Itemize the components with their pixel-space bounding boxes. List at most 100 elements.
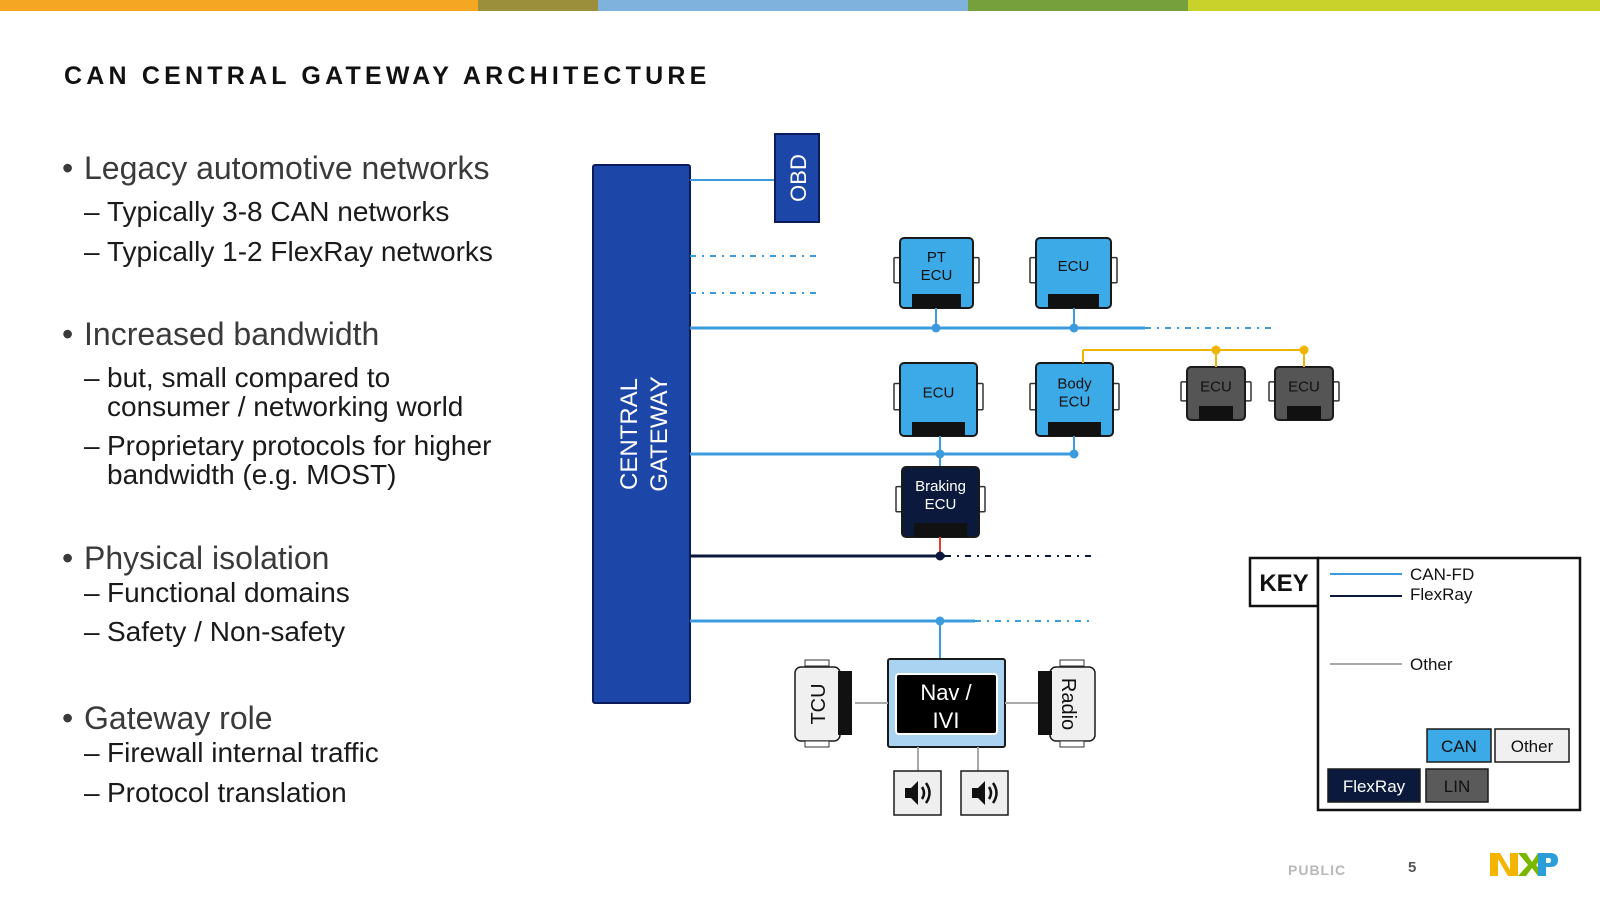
slide-title: CAN CENTRAL GATEWAY ARCHITECTURE [64, 62, 711, 90]
ecu-label: PT [927, 249, 946, 266]
key-title-box [1248, 556, 1320, 608]
lin-junction [1211, 345, 1221, 355]
key-swatch-label: CAN [1441, 737, 1477, 756]
speaker-wave [987, 786, 993, 800]
ecu-label: Braking [915, 478, 966, 495]
bullet-dot: • [62, 540, 74, 576]
bullet-heading-text: Physical isolation [84, 540, 330, 576]
ecu-connector [1048, 294, 1099, 308]
ecu-connector [1287, 406, 1321, 420]
key-box [1316, 556, 1582, 812]
nav-ivi-screen [895, 673, 998, 735]
sub-bullet-dash: – [84, 196, 100, 227]
radio-pins [1059, 659, 1085, 667]
ecu-connector [1048, 422, 1101, 436]
ecu-label: ECU [1200, 379, 1232, 396]
ecu-label: ECU [921, 267, 953, 284]
lin-ecu-2: ECU [1268, 366, 1340, 421]
bullet-heading: • Increased bandwidth [62, 316, 379, 353]
speaker-cone [905, 781, 918, 805]
key-swatch [1426, 728, 1492, 763]
ecu-connector [1199, 406, 1233, 420]
speaker-cone [972, 781, 985, 805]
key-swatch [1494, 728, 1570, 763]
bullet-dot: • [62, 150, 74, 186]
lin-ecu-1: ECU [1180, 366, 1252, 421]
sub-bullet: –Firewall internal traffic [84, 738, 379, 767]
sub-bullet-dash: – [84, 236, 100, 267]
ecu-label: ECU [925, 496, 957, 513]
speaker-icon [893, 770, 942, 816]
sub-bullet-dash: – [84, 616, 100, 647]
key-title: KEY [1259, 570, 1308, 597]
sub-bullet: –Typically 3-8 CAN networks [84, 197, 449, 226]
nxp-logo [1488, 848, 1558, 889]
sub-bullet-text: Protocol translation [107, 777, 347, 808]
key-swatch [1425, 768, 1489, 803]
speaker-wave [991, 782, 998, 804]
tcu-label: TCU [808, 683, 830, 724]
central-gateway-block [592, 164, 691, 704]
sub-bullet-text: Functional domains [107, 577, 350, 608]
nav-ivi-label: Nav / [920, 680, 972, 705]
top-bar-segment [1188, 0, 1600, 11]
page-number: 5 [1408, 859, 1417, 876]
top-bar-segment [968, 0, 1188, 11]
bullet-heading-text: Increased bandwidth [84, 316, 380, 352]
speaker-wave [920, 786, 926, 800]
ecu-connector [914, 523, 967, 537]
top-bar-segment [598, 0, 968, 11]
sub-bullet-text: Safety / Non-safety [107, 616, 346, 647]
bullet-heading-text: Gateway role [84, 700, 273, 736]
bus-junction [1069, 323, 1079, 333]
top-color-bar [0, 0, 1600, 11]
top-bar-segment [478, 0, 598, 11]
radio-pins [1059, 740, 1085, 748]
ecu-label: ECU [1288, 379, 1320, 396]
ecu-label: Body [1057, 376, 1092, 393]
gateway-label-line: GATEWAY [646, 376, 673, 492]
ecu-2: ECU [893, 362, 984, 437]
tcu-pins [804, 659, 830, 667]
speaker-wave [924, 782, 931, 804]
sub-bullet: –Safety / Non-safety [84, 617, 345, 646]
bullet-dot: • [62, 700, 74, 736]
classification-label: PUBLIC [1288, 862, 1347, 878]
nav-ivi-label: IVI [933, 708, 960, 733]
sub-bullet-text: consumer / networking world [107, 391, 464, 422]
tcu-connector [838, 671, 852, 735]
key-line-label: FlexRay [1410, 585, 1473, 604]
bullet-heading: •Legacy automotive networks [62, 150, 490, 187]
sub-bullet-text: Firewall internal traffic [107, 737, 379, 768]
sub-bullet-dash: – [84, 362, 100, 393]
bullet-dot: • [62, 316, 74, 352]
key-line-label: Other [1410, 655, 1453, 674]
top-bar-segment [0, 0, 478, 11]
bullet-heading: • Physical isolation [62, 540, 329, 577]
key-swatch [1327, 768, 1421, 803]
speaker-icon [960, 770, 1009, 816]
lin-junction [1299, 345, 1309, 355]
ecu-connector [912, 294, 961, 308]
radio-connector [1038, 671, 1052, 735]
sub-bullet: –Functional domains [84, 578, 350, 607]
ecu-label: ECU [1059, 394, 1091, 411]
sub-bullet-dash: – [84, 577, 100, 608]
key-swatch-label: LIN [1444, 777, 1470, 796]
flexray-junction [935, 551, 945, 561]
gateway-label-line: CENTRAL [616, 378, 643, 490]
sub-bullet: –Protocol translation [84, 778, 347, 807]
sub-bullet-text: bandwidth (e.g. MOST) [107, 459, 397, 490]
bus-junction [1069, 449, 1079, 459]
sub-bullet-text: but, small compared to [107, 362, 391, 393]
radio-label: Radio [1057, 678, 1079, 730]
tcu-pins [804, 740, 830, 748]
sub-bullet: –Typically 1-2 FlexRay networks [84, 237, 493, 266]
sub-bullet-text: Proprietary protocols for higher [107, 430, 492, 461]
key-swatch-label: Other [1511, 737, 1554, 756]
